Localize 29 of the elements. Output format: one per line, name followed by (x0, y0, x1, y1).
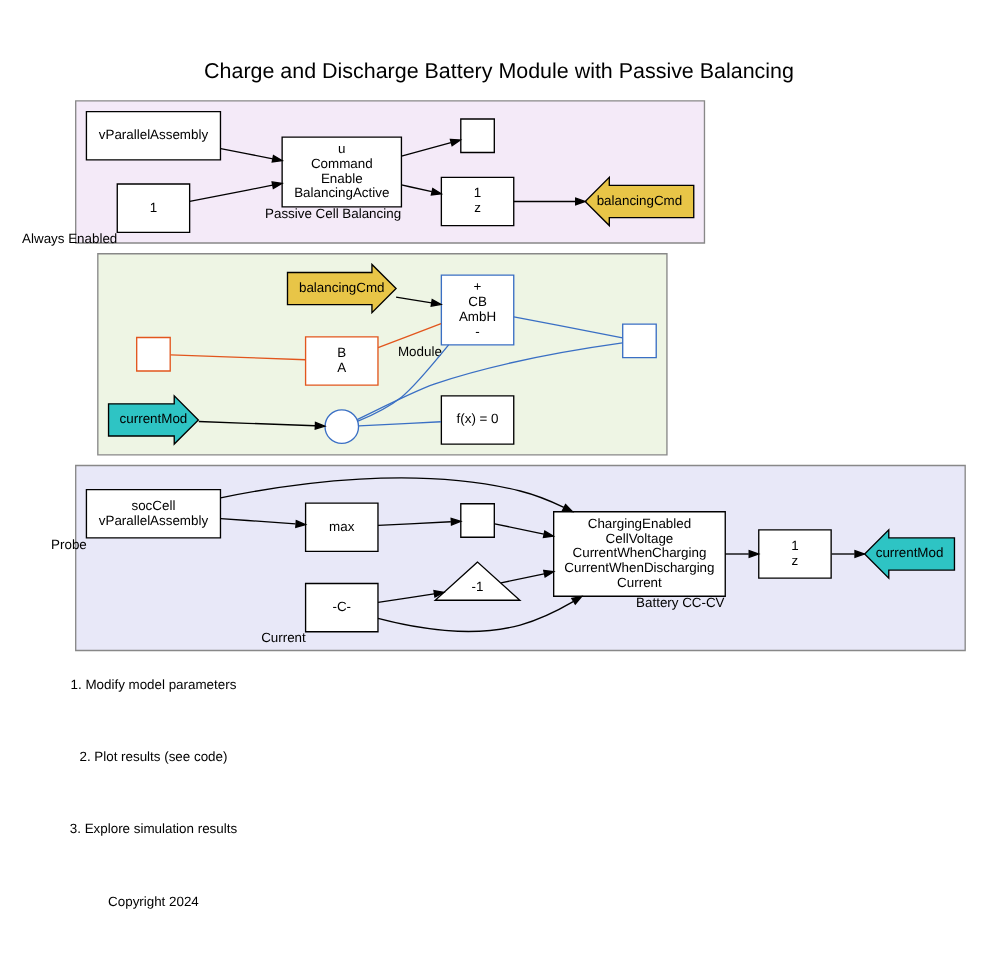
arrow (500, 568, 556, 583)
arrow (513, 196, 588, 205)
arrow (220, 516, 308, 528)
connector (377, 321, 442, 348)
arrow (724, 548, 761, 558)
arrow (400, 137, 463, 156)
connector (169, 353, 307, 360)
arrow (395, 295, 443, 306)
connector (513, 315, 624, 338)
arrow (400, 183, 444, 195)
arrow (494, 522, 556, 538)
node-box (460, 117, 495, 153)
arrow (219, 476, 575, 512)
arrow (377, 516, 463, 526)
arrow (377, 594, 584, 632)
node-box (460, 502, 495, 537)
arrow (189, 180, 284, 202)
arrow (198, 419, 327, 429)
arrow (377, 588, 446, 602)
cluster (97, 252, 668, 455)
node-box (136, 335, 171, 371)
connector (356, 341, 624, 420)
diagram-title: Charge and Discharge Battery Module with Passive Balancing (204, 58, 794, 83)
node-circle (324, 408, 360, 444)
connector (358, 420, 442, 426)
arrow (220, 147, 285, 162)
connector (357, 343, 450, 421)
node-box (622, 322, 657, 358)
arrow (831, 548, 867, 558)
